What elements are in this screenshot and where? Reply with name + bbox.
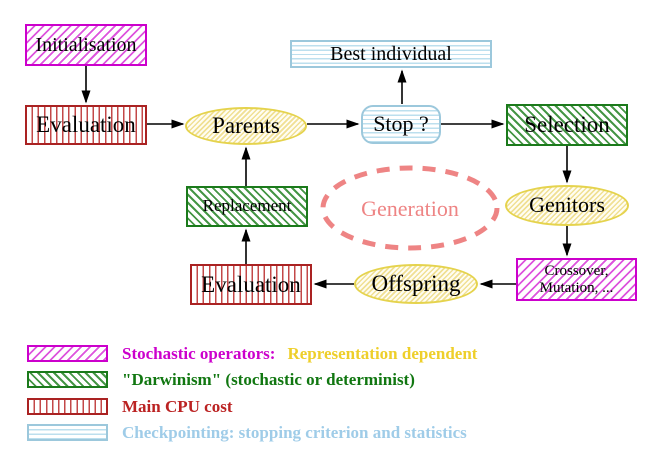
node-replacement-label: Replacement bbox=[202, 196, 292, 216]
legend-swatch-checkpointing bbox=[27, 424, 108, 441]
node-genitors: Genitors bbox=[505, 185, 629, 226]
legend-label-checkpointing: Checkpointing: stopping criterion and st… bbox=[122, 423, 467, 442]
node-best-individual-label: Best individual bbox=[330, 43, 452, 65]
node-evaluation-top: Evaluation bbox=[25, 105, 147, 145]
node-evaluation-bottom: Evaluation bbox=[190, 264, 312, 305]
legend-stochastic-text: Stochastic operators: bbox=[122, 344, 276, 363]
node-evaluation-top-label: Evaluation bbox=[36, 112, 136, 138]
node-replacement: Replacement bbox=[186, 186, 308, 227]
node-genitors-label: Genitors bbox=[529, 192, 605, 218]
legend-swatch-darwinism bbox=[27, 371, 108, 388]
generation-text: Generation bbox=[361, 196, 459, 221]
node-crossover-line1: Crossover, bbox=[544, 263, 609, 279]
node-initialisation: Initialisation bbox=[25, 24, 147, 66]
node-crossover-mutation: Crossover, Mutation, ... bbox=[516, 258, 637, 301]
node-parents: Parents bbox=[185, 107, 307, 145]
node-parents-label: Parents bbox=[212, 113, 280, 139]
node-stop-label: Stop ? bbox=[373, 111, 429, 137]
legend-label-darwinism: "Darwinism" (stochastic or determinist) bbox=[122, 370, 415, 389]
node-selection: Selection bbox=[506, 104, 628, 146]
generation-label: Generation bbox=[330, 196, 490, 222]
node-offspring: Offspring bbox=[354, 264, 478, 304]
legend-representation-text: Representation dependent bbox=[287, 344, 478, 363]
legend-label-stochastic: Stochastic operators: Representation depe… bbox=[122, 344, 477, 364]
node-stop: Stop ? bbox=[361, 105, 441, 144]
node-best-individual: Best individual bbox=[290, 40, 492, 68]
node-crossover-line2: Mutation, ... bbox=[539, 279, 614, 296]
legend-swatch-cpu bbox=[27, 398, 108, 415]
node-initialisation-label: Initialisation bbox=[35, 34, 137, 56]
node-evaluation-bottom-label: Evaluation bbox=[201, 271, 301, 297]
legend-label-cpu: Main CPU cost bbox=[122, 397, 233, 416]
legend-swatch-stochastic bbox=[27, 345, 108, 362]
node-offspring-label: Offspring bbox=[371, 271, 461, 297]
node-selection-label: Selection bbox=[524, 112, 610, 138]
